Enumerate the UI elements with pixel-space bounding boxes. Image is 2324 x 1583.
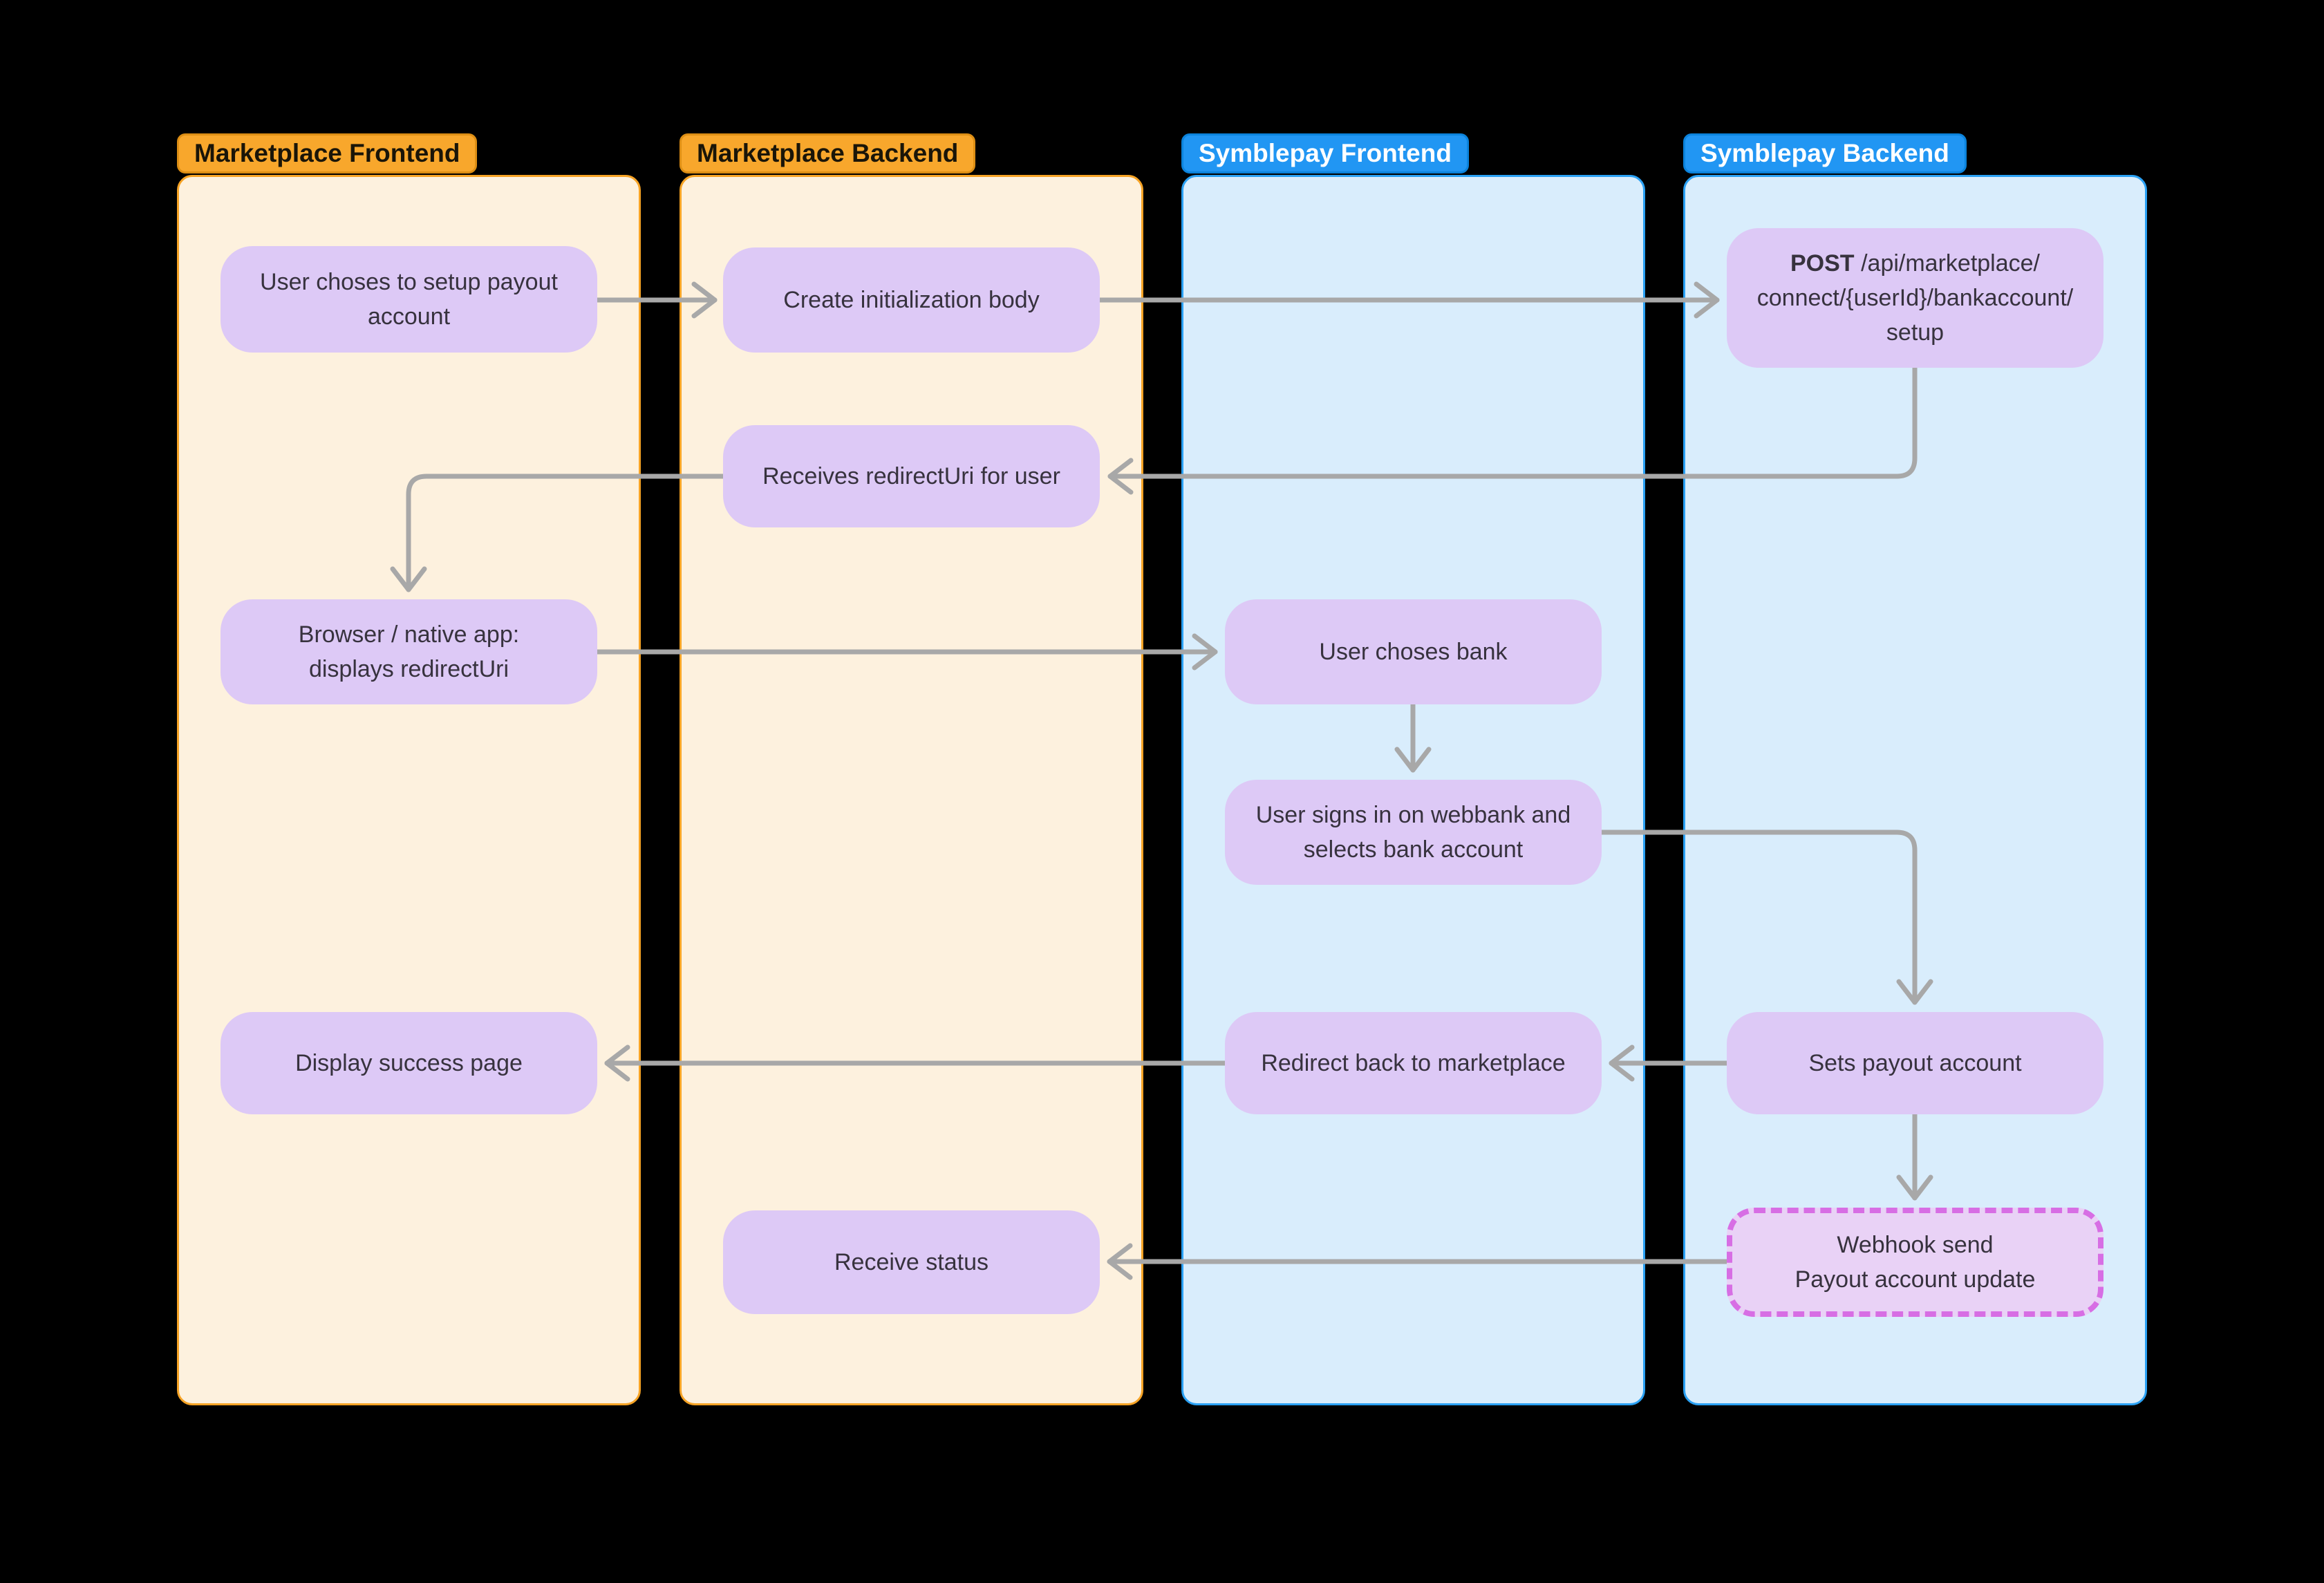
node-line: Display success page — [295, 1050, 523, 1076]
node-line: selects bank account — [1303, 836, 1524, 863]
arrow-post-to-receives-uri — [1107, 365, 1918, 495]
node-user-signs-in-webbank: User signs in on webbank and selects ban… — [1225, 780, 1602, 885]
node-webhook-payout-account-update: Webhook send Payout account update — [1727, 1208, 2103, 1317]
lane-marketplace-frontend — [177, 175, 641, 1405]
node-line: Receive status — [834, 1249, 988, 1275]
node-line: User signs in on webbank and — [1255, 802, 1571, 828]
node-receives-redirect-uri: Receives redirectUri for user — [723, 425, 1100, 527]
node-line: Create initialization body — [783, 287, 1040, 313]
node-line: connect/{userId}/bankaccount/ — [1756, 285, 2074, 311]
lane-header-marketplace-frontend: Marketplace Frontend — [177, 133, 478, 174]
node-line: setup — [1886, 319, 1945, 346]
node-browser-native-app: Browser / native app: displays redirectU… — [221, 599, 597, 704]
node-line: Webhook send — [1837, 1232, 1994, 1258]
node-line: Receives redirectUri for user — [762, 463, 1060, 489]
node-line: User choses bank — [1319, 639, 1508, 665]
node-post-bankaccount-setup-endpoint: POST/api/marketplace/ connect/{userId}/b… — [1727, 228, 2103, 368]
node-line: Redirect back to marketplace — [1261, 1050, 1566, 1076]
node-line: account — [367, 303, 451, 330]
node-line: Browser / native app: — [298, 621, 520, 648]
node-line: displays redirectUri — [308, 656, 509, 682]
node-display-success-page: Display success page — [221, 1012, 597, 1114]
node-redirect-back-to-marketplace: Redirect back to marketplace — [1225, 1012, 1602, 1114]
node-receive-status: Receive status — [723, 1210, 1100, 1314]
node-line: Payout account update — [1794, 1266, 2036, 1293]
arrow-receives-uri-to-browser — [390, 474, 726, 592]
http-method: POST — [1790, 250, 1855, 277]
node-sets-payout-account: Sets payout account — [1727, 1012, 2103, 1114]
node-line: User choses to setup payout — [260, 269, 558, 295]
node-create-initialization-body: Create initialization body — [723, 247, 1100, 353]
endpoint-path-start: /api/marketplace/ — [1861, 250, 2040, 277]
node-line: Sets payout account — [1808, 1050, 2022, 1076]
lane-header-marketplace-backend: Marketplace Backend — [680, 133, 976, 174]
lane-header-symblepay-backend: Symblepay Backend — [1683, 133, 1967, 174]
node-line: POST/api/marketplace/ — [1790, 246, 2040, 281]
lane-marketplace-backend — [680, 175, 1143, 1405]
node-user-choses-bank: User choses bank — [1225, 599, 1602, 704]
arrow-signs-in-to-sets-payout — [1599, 830, 1933, 1005]
lane-header-symblepay-frontend: Symblepay Frontend — [1181, 133, 1469, 174]
node-user-setup-payout: User choses to setup payout account — [221, 246, 597, 353]
